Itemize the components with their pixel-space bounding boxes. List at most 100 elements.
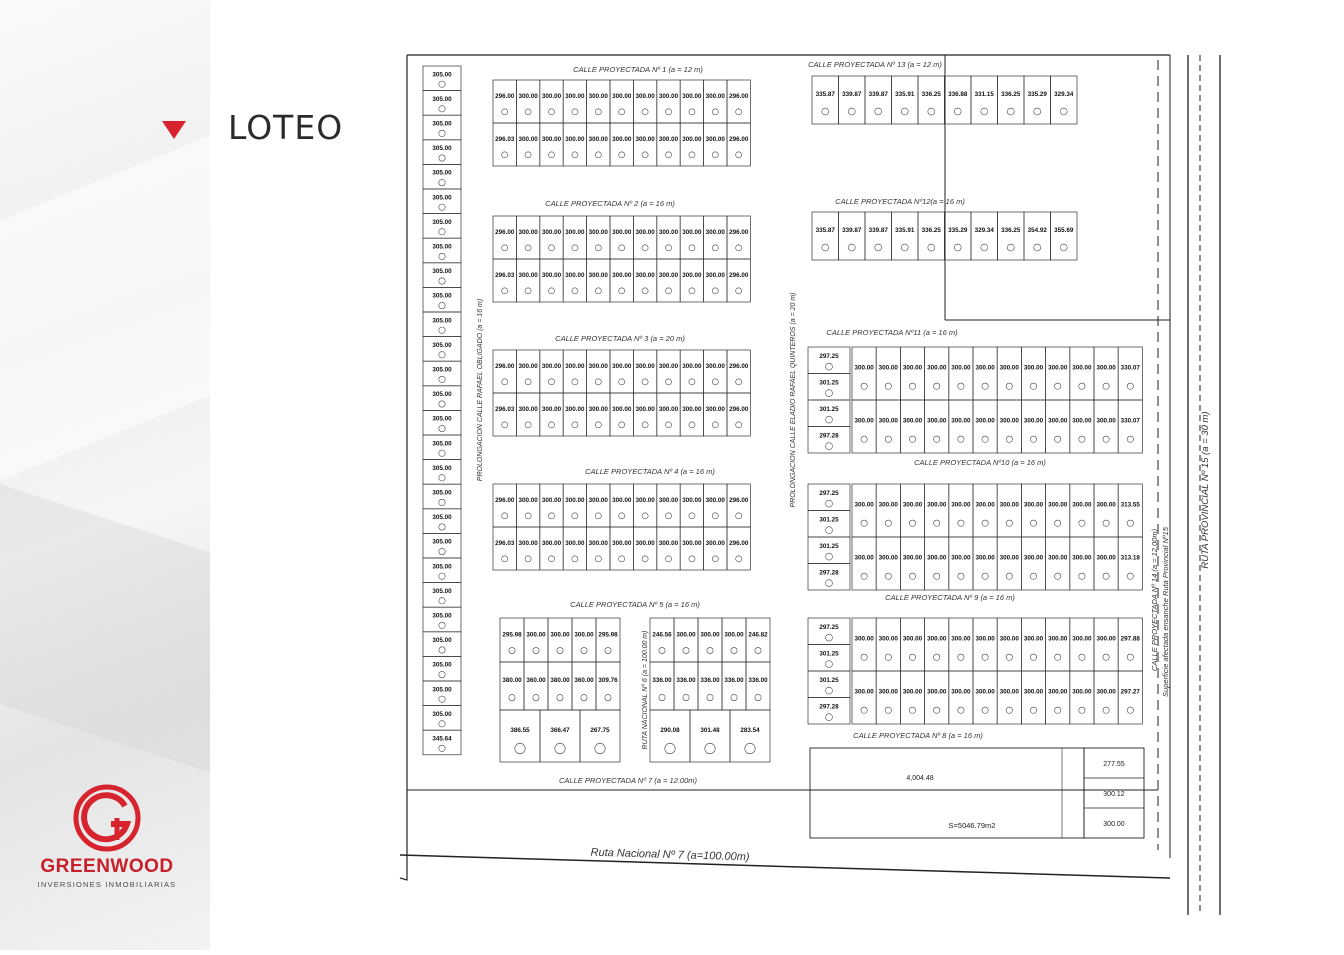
lot-area: 313.55 (1121, 501, 1141, 508)
street-label-ruta-nacional-6: RUTA NACIONAL Nº 6 (a = 100.00 m) (642, 631, 649, 750)
lot-area: 339.87 (869, 91, 889, 98)
lot-parcel (539, 709, 581, 763)
lot-area: 305.00 (432, 96, 452, 103)
lot-number-marker (438, 228, 446, 236)
lot-number-marker (438, 400, 446, 408)
lot-number-marker (735, 512, 743, 520)
lot-parcel (656, 526, 681, 571)
lot-area: 305.00 (432, 367, 452, 374)
lot-area: 300.00 (542, 497, 562, 504)
lot-parcel (924, 399, 950, 454)
lot-parcel (1021, 346, 1046, 401)
lot-parcel (1117, 483, 1143, 538)
lot-parcel (891, 75, 919, 125)
lot-parcel (586, 122, 611, 167)
lot-number-marker (1078, 653, 1086, 661)
lot-parcel (924, 617, 950, 672)
lot-area: 300.00 (1000, 364, 1020, 371)
lot-area: 305.00 (432, 465, 452, 472)
lot-number-marker (1102, 653, 1110, 661)
lot-area: 300.00 (635, 93, 655, 100)
lot-area: 300.00 (518, 497, 538, 504)
lot-parcel (656, 215, 681, 260)
lot-number-marker (665, 378, 672, 386)
lot-number-marker (954, 107, 962, 116)
lot-area: 380.00 (502, 677, 522, 684)
lot-area: 300.00 (635, 497, 655, 504)
lot-parcel (516, 392, 541, 437)
lot-parcel (924, 483, 950, 538)
lot-number-marker (438, 498, 446, 506)
lot-area: 300.00 (676, 631, 696, 638)
lot-parcel (838, 211, 866, 261)
lot-number-marker (1005, 519, 1013, 527)
lot-parcel (649, 617, 675, 663)
lot-parcel (586, 79, 611, 124)
lot-parcel (679, 526, 704, 571)
lot-layer: 305.00305.00305.00305.00305.00305.00305.… (422, 65, 1143, 763)
lot-parcel (807, 644, 851, 672)
lot-parcel (586, 483, 611, 528)
lot-area: 300.00 (612, 272, 632, 279)
plan-drawing: 305.00305.00305.00305.00305.00305.00305.… (399, 54, 1221, 915)
lot-number-marker (501, 108, 509, 116)
lot-area: 297.27 (1121, 688, 1141, 695)
street-label-calle2: CALLE PROYECTADA Nº 2 (a = 16 m) (545, 199, 675, 208)
lot-number-marker (438, 375, 446, 383)
lot-number-marker (1054, 519, 1062, 527)
lot-parcel (996, 617, 1022, 672)
lot-number-marker (682, 647, 690, 654)
lot-area: 300.00 (589, 406, 609, 413)
lot-area: 300.00 (589, 272, 609, 279)
lot-parcel (673, 617, 699, 663)
lot-parcel (539, 79, 564, 124)
lot-parcel (656, 79, 681, 124)
street-label-calle10: CALLE PROYECTADA Nº10 (a = 16 m) (914, 458, 1046, 467)
lot-area: 300.00 (1048, 554, 1068, 561)
lot-parcel (609, 79, 634, 124)
lot-area: 300.00 (975, 417, 995, 424)
lot-area: 300.00 (1000, 501, 1020, 508)
lot-parcel (633, 526, 658, 571)
lot-area: 300.00 (706, 363, 726, 370)
lot-parcel (726, 79, 751, 124)
lot-parcel (900, 670, 925, 725)
lot-number-marker (735, 151, 743, 159)
lot-number-marker (688, 512, 696, 520)
lot-area: 300.00 (589, 497, 609, 504)
lot-parcel (492, 526, 517, 571)
lot-parcel (807, 346, 851, 374)
lot-number-marker (1030, 382, 1037, 390)
lot-number-marker (825, 552, 833, 561)
lot-parcel (1045, 346, 1071, 401)
lot-area: 300.00 (1072, 635, 1092, 642)
lot-number-marker (901, 107, 909, 116)
lot-parcel (721, 617, 747, 663)
lot-area: 335.91 (895, 91, 915, 98)
lot-area: 300.00 (903, 364, 923, 371)
lot-parcel (996, 346, 1022, 401)
lot-number-marker (594, 287, 602, 295)
lot-area: 300.00 (975, 635, 995, 642)
lot-area: 267.75 (590, 727, 610, 734)
lot-area: 300.00 (854, 554, 874, 561)
lot-parcel (679, 122, 704, 167)
lot-number-marker (1054, 706, 1062, 714)
lot-number-marker (641, 244, 649, 252)
triangle-down-icon (162, 120, 186, 139)
lot-number-marker (548, 287, 555, 295)
lot-parcel (726, 526, 751, 571)
lot-number-marker (514, 742, 526, 754)
lot-number-marker (524, 512, 532, 520)
lot-number-marker (1033, 243, 1041, 252)
lot-number-marker (548, 244, 555, 252)
lot-number-marker (438, 252, 446, 260)
lot-area: 300.00 (659, 540, 679, 547)
lot-number-marker (548, 512, 555, 520)
lot-number-marker (981, 572, 989, 580)
lot-parcel (586, 526, 611, 571)
lot-parcel (679, 215, 704, 260)
lot-number-marker (618, 244, 626, 252)
area-big-lot: 4,004.48 (906, 775, 933, 782)
lot-parcel (1093, 536, 1119, 591)
